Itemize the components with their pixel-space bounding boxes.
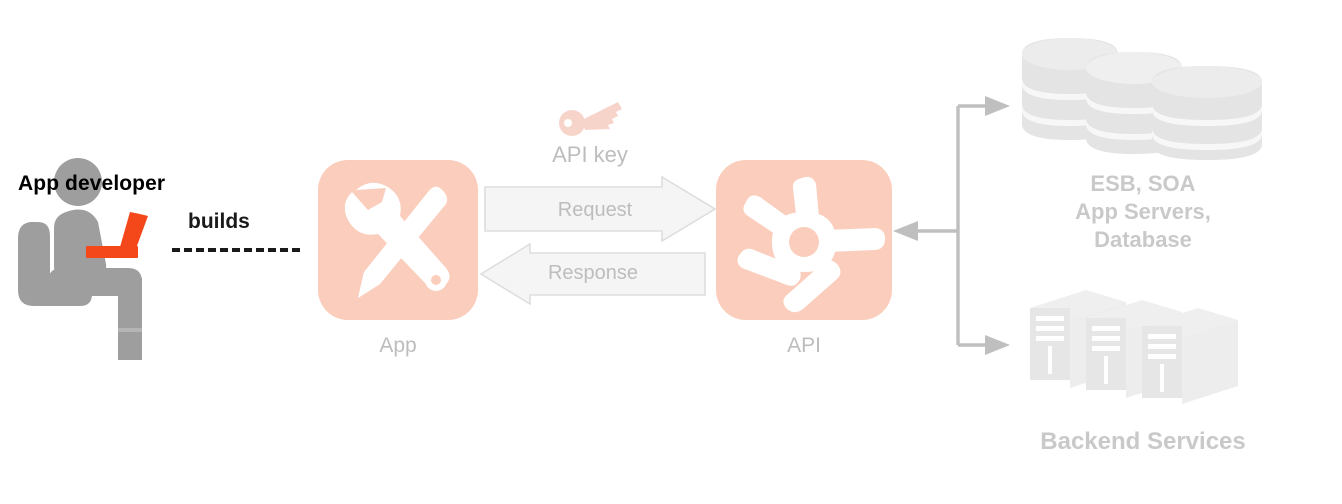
- api-star-hub-icon: [737, 176, 886, 313]
- response-label: Response: [547, 262, 639, 284]
- database-stack-icon: [1022, 38, 1262, 160]
- builds-dashed-line: [172, 248, 300, 252]
- app-label: App: [379, 334, 417, 357]
- api-tile[interactable]: [716, 160, 892, 320]
- seated-developer-icon: [18, 158, 148, 360]
- api-key-label: API key: [552, 142, 628, 167]
- wrench-and-pencil-icon: [344, 182, 450, 298]
- response-arrow: [480, 243, 706, 305]
- builds-label: builds: [188, 210, 250, 233]
- request-arrow: [484, 176, 716, 242]
- server-racks-icon: [1030, 290, 1238, 404]
- backend-services-label: Backend Services: [1040, 428, 1246, 455]
- app-tile[interactable]: [318, 160, 478, 320]
- backend-connector-arrows: [893, 96, 1010, 355]
- key-icon: [559, 102, 622, 136]
- developer-label: App developer: [18, 172, 166, 195]
- api-label: API: [787, 334, 821, 357]
- database-label: ESB, SOA App Servers, Database: [1075, 171, 1211, 252]
- request-label: Request: [557, 199, 633, 221]
